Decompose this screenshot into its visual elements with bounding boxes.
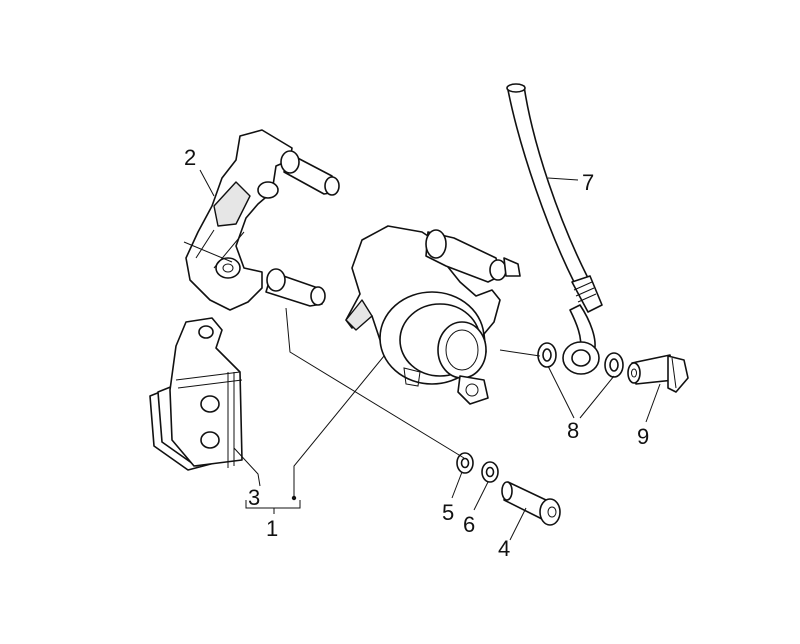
callout-6: 6	[463, 512, 475, 537]
callout-1: 1	[266, 516, 278, 541]
sealing-washer-left[interactable]	[537, 342, 557, 368]
callout-9: 9	[637, 424, 649, 449]
callout-8: 8	[567, 418, 579, 443]
leader-lines	[183, 169, 661, 541]
mounting-bolt[interactable]	[501, 481, 561, 526]
brake-caliper[interactable]	[345, 225, 521, 405]
washer-5[interactable]	[456, 452, 474, 474]
brake-pads[interactable]	[149, 317, 243, 471]
callout-5: 5	[442, 500, 454, 525]
callout-4: 4	[498, 536, 510, 561]
banjo-fitting[interactable]	[562, 341, 600, 375]
callout-2: 2	[184, 145, 196, 170]
leader-dot	[291, 495, 297, 501]
callout-7: 7	[582, 170, 594, 195]
callout-3: 3	[248, 485, 260, 510]
banjo-bolt[interactable]	[627, 354, 689, 393]
caliper-bracket[interactable]	[185, 129, 340, 311]
sealing-washer-right[interactable]	[604, 352, 624, 378]
washer-6[interactable]	[481, 461, 499, 483]
brake-hose[interactable]	[506, 83, 603, 353]
